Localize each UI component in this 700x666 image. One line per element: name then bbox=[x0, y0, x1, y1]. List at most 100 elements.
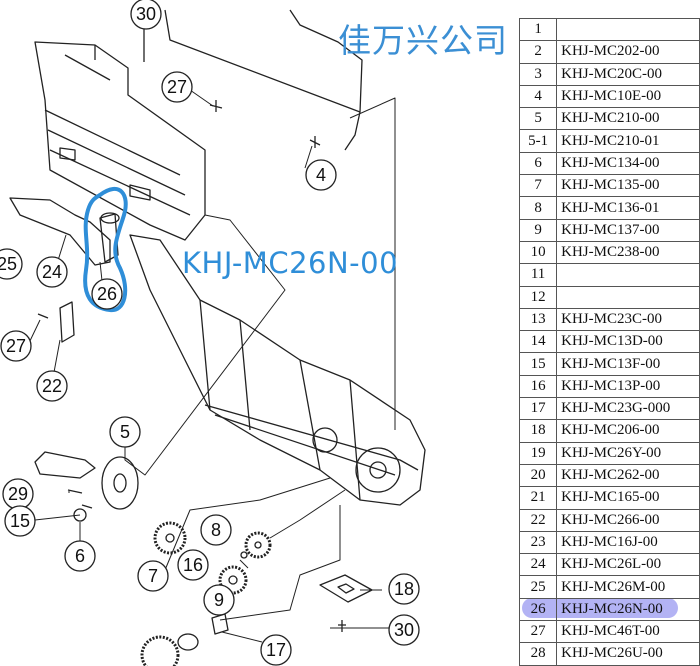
callout-8: 8 bbox=[200, 514, 232, 546]
part-number-cell: 10 bbox=[518, 240, 558, 265]
callout-29: 29 bbox=[2, 478, 34, 510]
sprocket-main bbox=[355, 447, 401, 493]
part-code-cell: KHJ-MC26M-00 bbox=[556, 575, 700, 599]
callout-label: 4 bbox=[316, 165, 326, 185]
washer-6 bbox=[73, 508, 87, 522]
callout-17: 17 bbox=[260, 634, 292, 666]
gear-7 bbox=[153, 521, 187, 555]
part-code-cell: KHJ-MC13F-00 bbox=[556, 352, 700, 376]
part-number-cell: 18 bbox=[518, 419, 558, 443]
callout-18: 18 bbox=[388, 573, 420, 605]
part-number-cell: 5 bbox=[518, 107, 558, 131]
wheel-5 bbox=[101, 456, 139, 510]
bracket-24 bbox=[9, 197, 111, 266]
callout-label: 30 bbox=[394, 620, 414, 640]
part-number-cell: 7 bbox=[518, 174, 558, 198]
leader-lines bbox=[27, 89, 396, 643]
callout-label: 25 bbox=[0, 254, 17, 274]
callout-9: 9 bbox=[203, 584, 235, 616]
table-row: 12 bbox=[518, 285, 700, 309]
gear-8 bbox=[244, 531, 272, 559]
part-number-cell: 24 bbox=[518, 553, 558, 577]
callout-22: 22 bbox=[36, 370, 68, 402]
part-code-cell: KHJ-MC26Y-00 bbox=[556, 441, 700, 465]
side-plate-edge bbox=[344, 111, 361, 151]
gear-8-hub bbox=[254, 541, 262, 549]
part-code-cell bbox=[556, 263, 700, 287]
part-code-cell: KHJ-MC135-00 bbox=[556, 174, 700, 198]
callout-27a: 27 bbox=[161, 71, 193, 103]
part-number-cell: 20 bbox=[518, 463, 558, 488]
part-code-cell: KHJ-MC13P-00 bbox=[556, 374, 700, 399]
part-number-cell: 3 bbox=[518, 62, 558, 86]
part-code-cell: KHJ-MC26N-00 bbox=[556, 597, 700, 622]
part-code-cell: KHJ-MC13D-00 bbox=[556, 330, 700, 354]
block-17 bbox=[211, 613, 229, 635]
part-code-cell: KHJ-MC210-01 bbox=[556, 129, 700, 153]
part-number-cell: 11 bbox=[518, 263, 558, 287]
callout-16: 16 bbox=[177, 549, 209, 581]
part-code-cell bbox=[556, 17, 700, 42]
gear-bottom bbox=[140, 635, 180, 666]
callout-label: 6 bbox=[75, 546, 85, 566]
lever-29 bbox=[34, 451, 96, 479]
part-code-cell: KHJ-MC262-00 bbox=[556, 463, 700, 488]
pin-26-head bbox=[100, 212, 120, 224]
callout-label: 18 bbox=[394, 579, 414, 599]
callout-26: 26 bbox=[91, 278, 123, 310]
callout-7: 7 bbox=[137, 560, 169, 592]
part-number-cell: 21 bbox=[518, 486, 558, 510]
part-number-cell: 17 bbox=[518, 397, 558, 421]
callout-30-top: 30 bbox=[130, 0, 162, 30]
part-code-cell bbox=[556, 285, 700, 309]
callout-label: 30 bbox=[136, 4, 156, 24]
part-number-cell: 16 bbox=[518, 374, 558, 399]
exploded-parts-diagram: 27 4 25 24 26 27 22 5 29 15 6 8 16 7 9 1… bbox=[0, 0, 426, 666]
part-code-cell: KHJ-MC23G-000 bbox=[556, 397, 700, 421]
part-number-cell: 8 bbox=[518, 196, 558, 220]
callout-label: 29 bbox=[8, 484, 28, 504]
part-number-cell: 12 bbox=[518, 285, 558, 309]
part-code-cell: KHJ-MC210-00 bbox=[556, 107, 700, 131]
part-number-cell: 14 bbox=[518, 330, 558, 354]
part-code-cell: KHJ-MC10E-00 bbox=[556, 84, 700, 109]
callout-27b: 27 bbox=[0, 330, 32, 362]
part-number-cell: 27 bbox=[518, 620, 558, 644]
callout-25: 25 bbox=[0, 248, 23, 280]
callout-label: 5 bbox=[120, 422, 130, 442]
callout-6: 6 bbox=[64, 540, 96, 572]
main-frame-rib bbox=[199, 299, 361, 501]
upper-frame-detail bbox=[44, 45, 191, 216]
part-number-cell: 28 bbox=[518, 642, 558, 666]
part-number-cell: 25 bbox=[518, 575, 558, 599]
callout-label: 26 bbox=[97, 284, 117, 304]
part-number-cell: 6 bbox=[518, 151, 558, 176]
part-number-cell: 13 bbox=[518, 307, 558, 332]
sprocket-secondary bbox=[312, 427, 338, 453]
part-code-cell: KHJ-MC137-00 bbox=[556, 218, 700, 242]
part-code-cell: KHJ-MC206-00 bbox=[556, 419, 700, 443]
part-code-cell: KHJ-MC26U-00 bbox=[556, 642, 700, 666]
part-code-cell: KHJ-MC238-00 bbox=[556, 240, 700, 265]
part-code-cell: KHJ-MC20C-00 bbox=[556, 62, 700, 86]
part-number-cell: 15 bbox=[518, 352, 558, 376]
part-number-cell: 2 bbox=[518, 40, 558, 64]
